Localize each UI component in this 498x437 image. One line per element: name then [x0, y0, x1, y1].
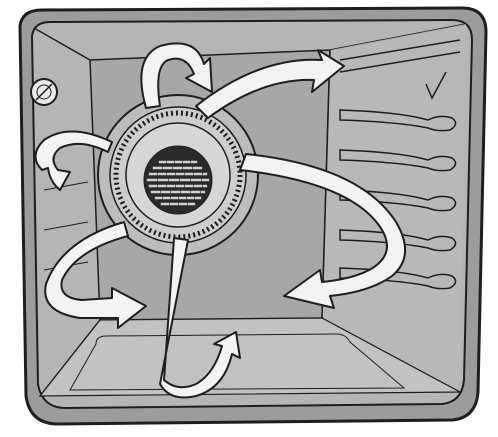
oven-lamp-icon — [31, 79, 57, 105]
